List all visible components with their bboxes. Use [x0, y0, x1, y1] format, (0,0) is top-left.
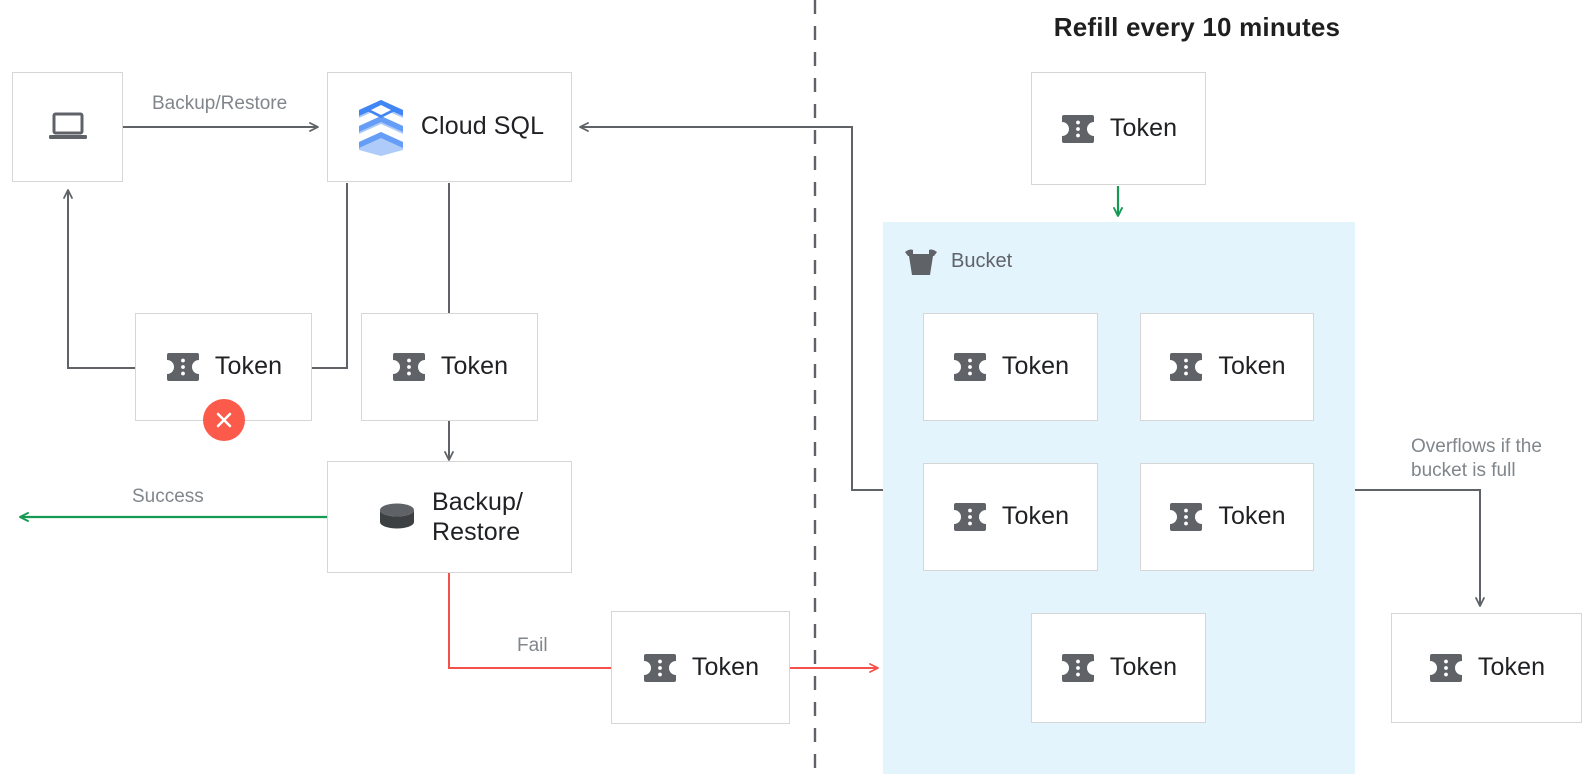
bucket-token-4[interactable]: Token — [1140, 463, 1314, 571]
failed-token-label: Token — [214, 352, 283, 381]
refill-token-label: Token — [1109, 113, 1178, 142]
cloud-sql-icon — [358, 100, 403, 156]
bucket-token-4-label: Token — [1218, 502, 1286, 531]
bucket-header: Bucket — [903, 245, 1012, 277]
edge-label-backup-restore: Backup/Restore — [152, 93, 288, 114]
refill-token-node[interactable]: Token — [1031, 72, 1206, 185]
consumed-token-node[interactable]: Token — [361, 313, 538, 421]
bucket-token-3-label: Token — [1001, 502, 1070, 531]
token-icon — [1061, 654, 1094, 682]
cloud-sql-node[interactable]: Cloud SQL — [327, 72, 572, 182]
token-icon — [1170, 503, 1203, 531]
backup-restore-label: Backup/ Restore — [431, 487, 524, 547]
edge-label-overflow: Overflows if the bucket is full — [1411, 436, 1542, 482]
bucket-token-5[interactable]: Token — [1031, 613, 1206, 723]
page-title: Refill every 10 minutes — [1053, 12, 1341, 42]
bucket-label: Bucket — [951, 249, 1013, 272]
token-icon — [643, 653, 676, 682]
bucket-token-1-label: Token — [1001, 352, 1070, 381]
bucket-token-1[interactable]: Token — [923, 313, 1098, 421]
consumed-token-label: Token — [440, 352, 509, 381]
token-icon — [953, 503, 986, 531]
close-icon — [216, 412, 232, 428]
edge-label-success: Success — [132, 486, 204, 507]
bucket-token-2[interactable]: Token — [1140, 313, 1314, 421]
token-icon — [1170, 353, 1203, 381]
overflow-token-label: Token — [1477, 653, 1546, 682]
cloud-sql-label: Cloud SQL — [420, 112, 545, 141]
edge-label-fail: Fail — [517, 635, 548, 656]
bucket-token-3[interactable]: Token — [923, 463, 1098, 571]
overflow-token-node[interactable]: Token — [1391, 613, 1582, 723]
token-icon — [166, 353, 199, 381]
error-x-badge — [203, 399, 245, 441]
bucket-token-5-label: Token — [1109, 653, 1178, 682]
edge-bucket-to-cloudsql — [579, 122, 883, 491]
edge-bucket-to-overflow-token — [1355, 489, 1485, 607]
database-icon — [379, 503, 414, 529]
fail-token-node[interactable]: Token — [611, 611, 790, 724]
token-icon — [392, 353, 425, 381]
token-icon — [1429, 654, 1462, 682]
bucket-icon — [905, 249, 937, 275]
edge-cloudsql-to-failed-token — [312, 183, 348, 369]
backup-restore-node[interactable]: Backup/ Restore — [327, 461, 572, 573]
bucket-token-2-label: Token — [1218, 352, 1286, 381]
fail-token-label: Token — [691, 652, 760, 681]
laptop-icon — [48, 112, 87, 139]
token-icon — [1061, 114, 1094, 143]
edge-failed-token-to-laptop — [63, 189, 135, 369]
token-icon — [953, 353, 986, 381]
laptop-node[interactable] — [12, 72, 123, 182]
